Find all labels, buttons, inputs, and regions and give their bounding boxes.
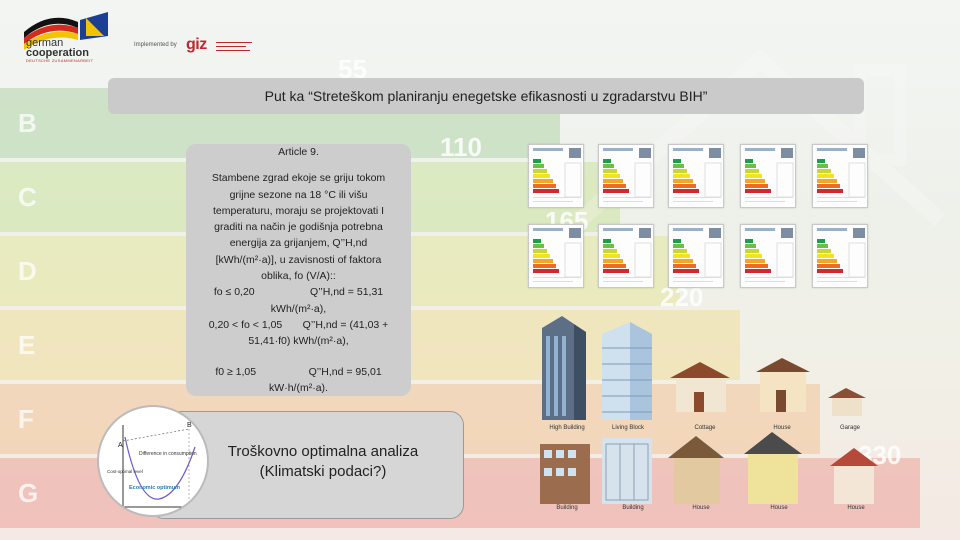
- building-caption: House: [773, 425, 791, 431]
- building-caption: House: [692, 505, 710, 511]
- energy-certificate-image: [598, 144, 654, 208]
- article-line: temperaturu, moraju se projektovati I: [213, 204, 384, 217]
- article-line: kW·h/(m²·a).: [269, 381, 328, 394]
- energy-certificate-image: [740, 224, 796, 288]
- cottage-image: [670, 362, 730, 412]
- bg-letter-f: F: [18, 404, 34, 434]
- article-text-box: Article 9. Stambene zgrad ekoje se griju…: [186, 144, 411, 396]
- buildings-illustration: [540, 316, 878, 504]
- building-caption: Building: [556, 505, 578, 511]
- house-image-4: [830, 448, 878, 504]
- bg-number-110: 110: [440, 132, 482, 162]
- energy-certificate-image: [740, 144, 796, 208]
- article-tail: f0 ≥ 1,05 Q’’H,nd = 95,01 kW·h/(m²·a).: [192, 364, 405, 397]
- graph-label-b: B: [187, 422, 192, 429]
- german-cooperation-logo: [24, 12, 108, 50]
- bg-letter-c: C: [18, 182, 37, 212]
- slide-title-bar: Put ka “Streteškom planiranju enegetske …: [108, 78, 864, 114]
- building-caption: House: [770, 505, 788, 511]
- graph-econ-label: Economic optimum: [129, 485, 180, 491]
- article-body: Stambene zgrad ekoje se griju tokom grij…: [192, 170, 405, 349]
- building-caption: House: [847, 505, 865, 511]
- article-line: f0 ≥ 1,05 Q’’H,nd = 95,01: [215, 365, 382, 378]
- article-line: 0,20 < fo < 1,05 Q’’H,nd = (41,03 +: [208, 318, 389, 331]
- analysis-line-1: Troškovno optimalna analiza: [227, 443, 419, 460]
- building-caption: Garage: [839, 425, 860, 431]
- high-building-image: [542, 316, 586, 420]
- bg-letter-e: E: [18, 330, 36, 360]
- building-image-1: [540, 444, 590, 504]
- energy-certificate-image: [528, 144, 584, 208]
- energy-certificate-image: [668, 224, 724, 288]
- giz-logo-subtext: [216, 40, 256, 55]
- gc-line-2: cooperation: [26, 47, 89, 59]
- house-image-3: [744, 432, 802, 504]
- bg-letter-d: D: [18, 256, 37, 286]
- article-line: kWh/(m²·a),: [270, 302, 327, 315]
- article-line: Stambene zgrad ekoje se griju tokom: [211, 172, 386, 185]
- energy-certificate-image: [812, 144, 868, 208]
- building-caption: Cottage: [694, 425, 716, 431]
- energy-certificate-image: [668, 144, 724, 208]
- building-caption: High Building: [549, 425, 585, 431]
- slide-title: Put ka “Streteškom planiranju enegetske …: [264, 88, 708, 104]
- article-line: graditi na način je godišnja potrebna: [214, 221, 383, 234]
- article-line: oblika, fo (V/A)::: [261, 270, 336, 283]
- graph-label-a: A: [118, 442, 123, 449]
- energy-certificate-image: [528, 224, 584, 288]
- house-image-2: [668, 436, 724, 504]
- building-image-2: [602, 438, 652, 504]
- graph-diff-label: Difference in consumption: [139, 451, 197, 457]
- energy-certificate-image: [812, 224, 868, 288]
- living-block-image: [602, 322, 652, 420]
- implemented-by-label: Implemented by: [134, 42, 177, 48]
- german-cooperation-text: german cooperation: [26, 37, 89, 59]
- bg-letter-g: G: [18, 478, 39, 508]
- energy-certificate-image: [598, 224, 654, 288]
- article-line: grijne sezone na 18 °C ili višu: [229, 188, 368, 201]
- analysis-line-2: (Klimatski podaci?): [259, 463, 387, 480]
- article-line: energija za grijanjem, Q’’H,nd: [229, 237, 368, 250]
- cost-optimal-graph: A B Difference in consumption Cost-optim…: [107, 422, 199, 511]
- garage-image: [828, 388, 866, 416]
- gc-line-1: german: [26, 37, 64, 49]
- building-caption: Living Block: [611, 425, 644, 431]
- gc-subtitle: DEUTSCHE ZUSAMMENARBEIT: [26, 58, 94, 63]
- cost-optimal-graph-thumbnail: A B Difference in consumption Cost-optim…: [97, 405, 209, 517]
- building-caption: Building: [622, 505, 644, 511]
- article-line: [kWh/(m²·a)], u zavisnosti of faktora: [215, 253, 382, 266]
- article-line: fo ≤ 0,20 Q’’H,nd = 51,31: [213, 286, 384, 299]
- house-image: [756, 358, 810, 412]
- article-line: 51,41·f0) kWh/(m²·a),: [248, 335, 349, 348]
- graph-cost-label: Cost-optimal level: [107, 469, 143, 474]
- bg-letter-b: B: [18, 108, 37, 138]
- giz-logo: giz: [186, 36, 207, 53]
- article-heading: Article 9.: [278, 146, 319, 158]
